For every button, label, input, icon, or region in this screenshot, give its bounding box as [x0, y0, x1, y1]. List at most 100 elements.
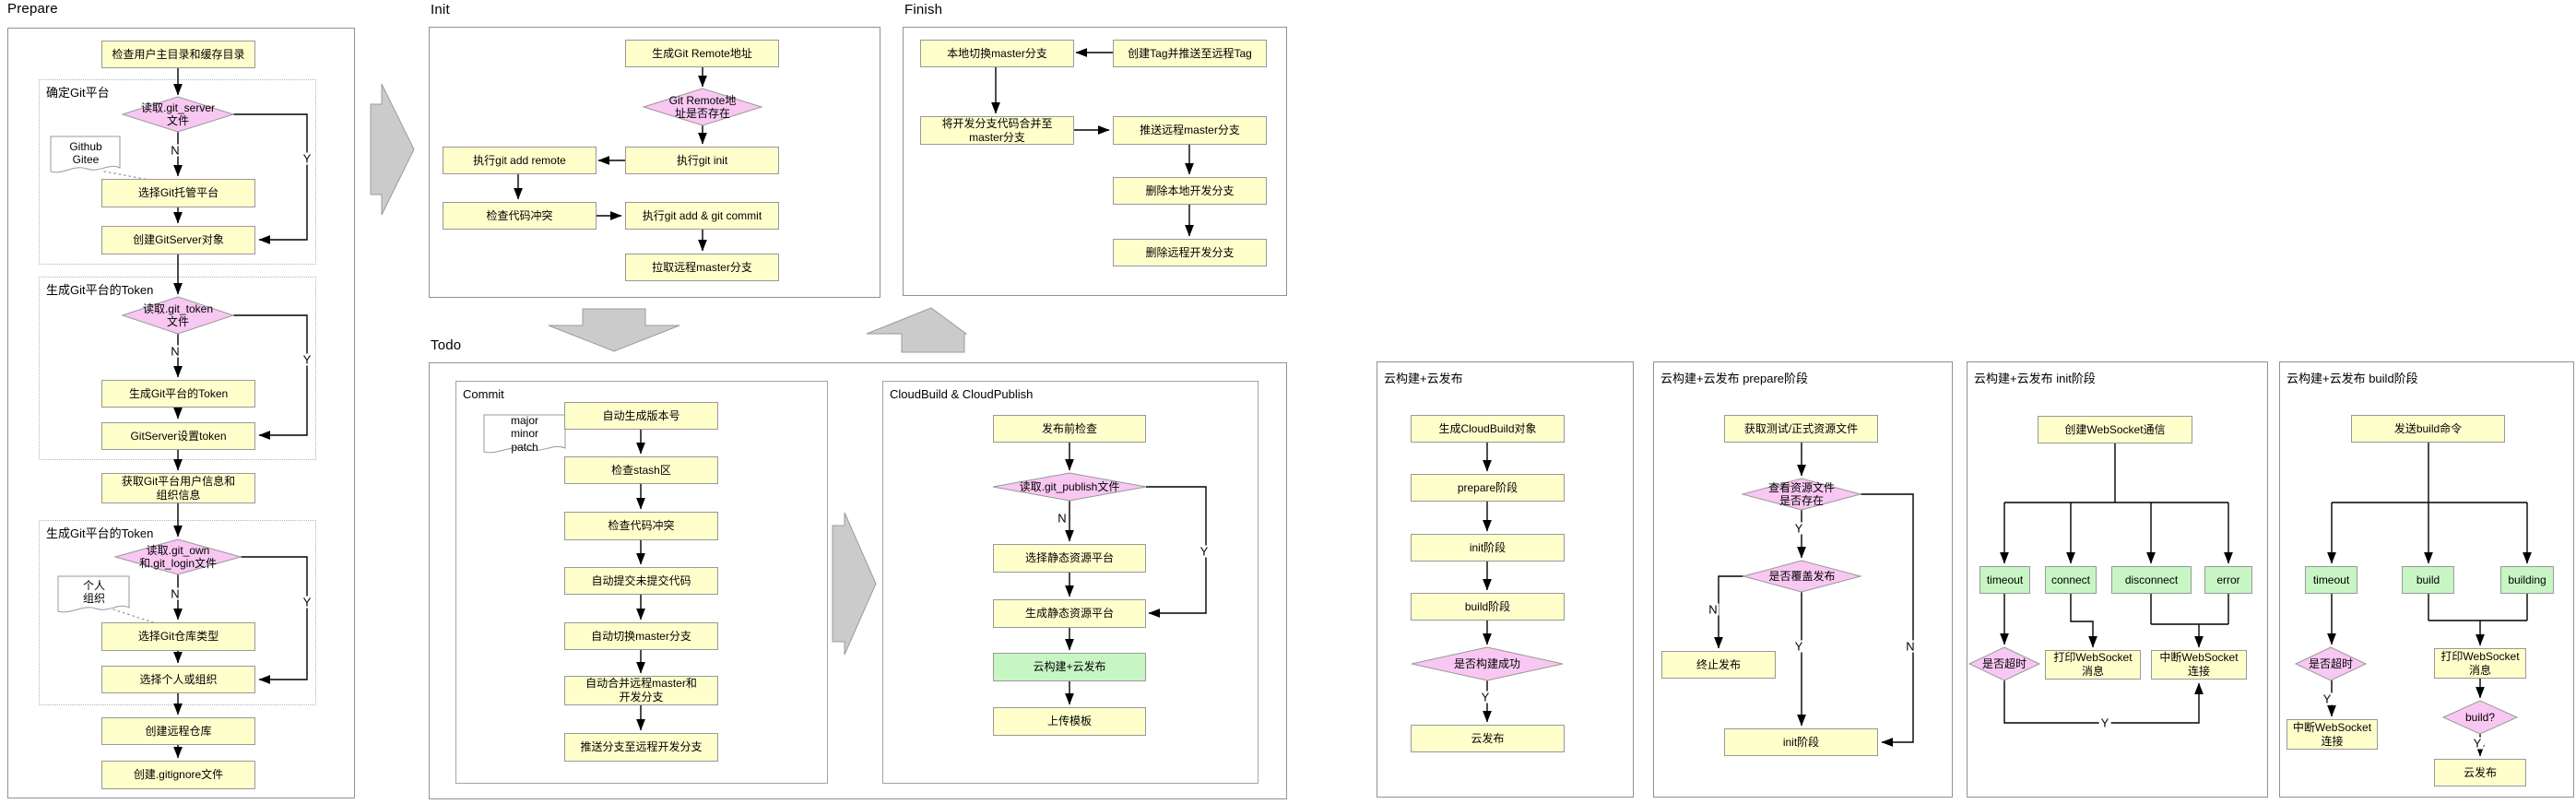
flow-node-gen-remote: 生成Git Remote地址 — [625, 40, 779, 67]
flow-node-gen-version: 自动生成版本号 — [564, 402, 718, 430]
flow-node-pull-master: 拉取远程master分支 — [625, 254, 779, 281]
decision-text-read-git-server: 读取.git_server 文件 — [140, 100, 216, 127]
decision-overwrite — [1742, 560, 1862, 593]
flow-node-merge-to-master: 将开发分支代码合并至 master分支 — [920, 116, 1074, 145]
flow-node-create-tag: 创建Tag并推送至远程Tag — [1113, 40, 1267, 67]
block-arrow-todo-to-finish — [866, 307, 968, 353]
flow-node-init-stage: init阶段 — [1411, 534, 1565, 562]
flow-node-print-ws-msg: 打印WebSocket 消息 — [2045, 650, 2141, 680]
section-title-todo: Todo — [431, 337, 462, 353]
flow-node-git-add-remote: 执行git add remote — [443, 147, 597, 174]
flow-node-choose-own-org: 选择个人或组织 — [101, 666, 255, 693]
flow-node-cloud-build-publish: 云构建+云发布 — [993, 653, 1146, 681]
block-arrow-prepare-to-init — [370, 83, 415, 216]
flow-node-close-ws-build: 中断WebSocket 连接 — [2286, 719, 2378, 750]
branch-label-yes: Y — [1479, 690, 1492, 704]
flow-node-print-ws-msg-build: 打印WebSocket 消息 — [2434, 648, 2526, 679]
group-label-gen-token-2: 生成Git平台的Token — [46, 526, 154, 540]
flow-node-ws-connect: connect — [2045, 566, 2097, 594]
group-cloudbuild-cloudpublish — [882, 381, 1258, 784]
flow-node-ws-timeout: timeout — [1979, 566, 2030, 594]
branch-label-no: N — [1904, 639, 1917, 654]
note-owner: 个人 组织 — [82, 578, 105, 605]
branch-label-no: N — [169, 344, 182, 359]
panel-title-prepare-stage: 云构建+云发布 prepare阶段 — [1660, 372, 1809, 385]
flow-node-build-event: build — [2402, 566, 2454, 594]
decision-text-build-success: 是否构建成功 — [1453, 656, 1520, 670]
flow-node-create-remote-repo: 创建远程仓库 — [101, 717, 255, 745]
note-semver: major minor patch — [510, 414, 538, 454]
branch-label-yes: Y — [301, 352, 313, 367]
flow-node-check-home: 检查用户主目录和缓存目录 — [101, 41, 255, 68]
group-commit — [455, 381, 828, 784]
flow-node-cloud-publish: 云发布 — [1411, 725, 1565, 752]
flow-node-gen-token: 生成Git平台的Token — [101, 380, 255, 408]
decision-text-read-git-own: 读取.git_own 和.git_login文件 — [138, 543, 218, 570]
decision-text-read-git-token: 读取.git_token 文件 — [142, 302, 214, 328]
flow-node-upload-template: 上传模板 — [993, 707, 1146, 736]
branch-label-yes: Y — [2471, 736, 2484, 751]
flow-node-pre-check: 发布前检查 — [993, 415, 1146, 443]
branch-label-yes: Y — [2321, 692, 2334, 706]
block-arrow-commit-to-cloudbuild — [832, 512, 877, 656]
flow-node-choose-repo-type: 选择Git仓库类型 — [101, 622, 255, 651]
decision-read-git-server — [121, 96, 235, 133]
flow-node-fetch-res: 获取测试/正式资源文件 — [1724, 415, 1878, 443]
flow-node-commit-uncommitted: 自动提交未提交代码 — [564, 567, 718, 595]
group-label-gen-token: 生成Git平台的Token — [46, 283, 154, 297]
flow-node-git-init: 执行git init — [625, 147, 779, 174]
flow-node-push-master: 推送远程master分支 — [1113, 116, 1267, 145]
decision-read-git-own — [113, 538, 242, 575]
group-label-cloudbuild-cloudpublish: CloudBuild & CloudPublish — [890, 387, 1034, 401]
branch-label-no: N — [169, 586, 182, 601]
flow-node-del-remote: 删除远程开发分支 — [1113, 239, 1267, 266]
section-title-finish: Finish — [904, 2, 943, 18]
section-title-prepare: Prepare — [7, 1, 58, 17]
flow-node-send-build: 发送build命令 — [2351, 415, 2505, 443]
flow-node-gen-static: 生成静态资源平台 — [993, 599, 1146, 628]
decision-read-git-publish — [992, 472, 1147, 502]
group-label-determine-platform: 确定Git平台 — [46, 86, 110, 100]
decision-remote-exists — [642, 88, 763, 126]
branch-label-yes: Y — [301, 595, 313, 609]
flow-node-fetch-user-org: 获取Git平台用户信息和 组织信息 — [101, 473, 255, 503]
flow-node-ws-disconnect: disconnect — [2111, 566, 2192, 594]
flow-node-abort-publish: 终止发布 — [1661, 651, 1776, 679]
panel-title-build-stage: 云构建+云发布 build阶段 — [2286, 372, 2418, 385]
branch-label-yes: Y — [1792, 521, 1805, 536]
flow-node-git-add-commit: 执行git add & git commit — [625, 202, 779, 230]
panel-title-init-stage: 云构建+云发布 init阶段 — [1974, 372, 2096, 385]
branch-label-yes: Y — [1198, 544, 1211, 559]
flow-node-cloud-publish-build: 云发布 — [2434, 759, 2526, 786]
flow-node-build-timeout: timeout — [2305, 566, 2357, 594]
flow-node-choose-static: 选择静态资源平台 — [993, 544, 1146, 573]
flow-node-check-stash: 检查stash区 — [564, 456, 718, 484]
note-platforms: Github Gitee — [69, 139, 102, 166]
note-shape-platforms — [50, 136, 121, 173]
decision-text-overwrite: 是否覆盖发布 — [1768, 569, 1836, 583]
flow-node-del-local: 删除本地开发分支 — [1113, 177, 1267, 205]
flow-node-init-stage-target: init阶段 — [1724, 728, 1878, 756]
decision-text-is-timeout-init: 是否超时 — [1981, 656, 2027, 670]
section-title-init: Init — [431, 2, 450, 18]
decision-read-git-token — [121, 296, 235, 335]
decision-text-read-git-publish: 读取.git_publish文件 — [1019, 479, 1120, 493]
flow-node-merge-master-dev: 自动合并远程master和 开发分支 — [564, 676, 718, 705]
flow-node-check-conflict-init: 检查代码冲突 — [443, 202, 597, 230]
flow-node-set-token: GitServer设置token — [101, 422, 255, 450]
note-shape-owner — [57, 575, 130, 613]
flow-node-close-ws: 中断WebSocket 连接 — [2151, 650, 2247, 680]
flow-node-gen-cloudbuild: 生成CloudBuild对象 — [1411, 415, 1565, 443]
flow-node-building-event: building — [2500, 566, 2554, 594]
flow-node-create-gitserver: 创建GitServer对象 — [101, 226, 255, 254]
flow-node-switch-master-commit: 自动切换master分支 — [564, 622, 718, 650]
group-label-commit: Commit — [463, 387, 504, 401]
panel-title-cloud-flow: 云构建+云发布 — [1384, 372, 1463, 385]
flow-node-ws-error: error — [2204, 566, 2252, 594]
note-shape-semver — [483, 414, 566, 454]
decision-is-timeout-init — [1967, 646, 2041, 681]
branch-label-yes: Y — [301, 151, 313, 166]
branch-label-no: N — [1056, 511, 1069, 526]
